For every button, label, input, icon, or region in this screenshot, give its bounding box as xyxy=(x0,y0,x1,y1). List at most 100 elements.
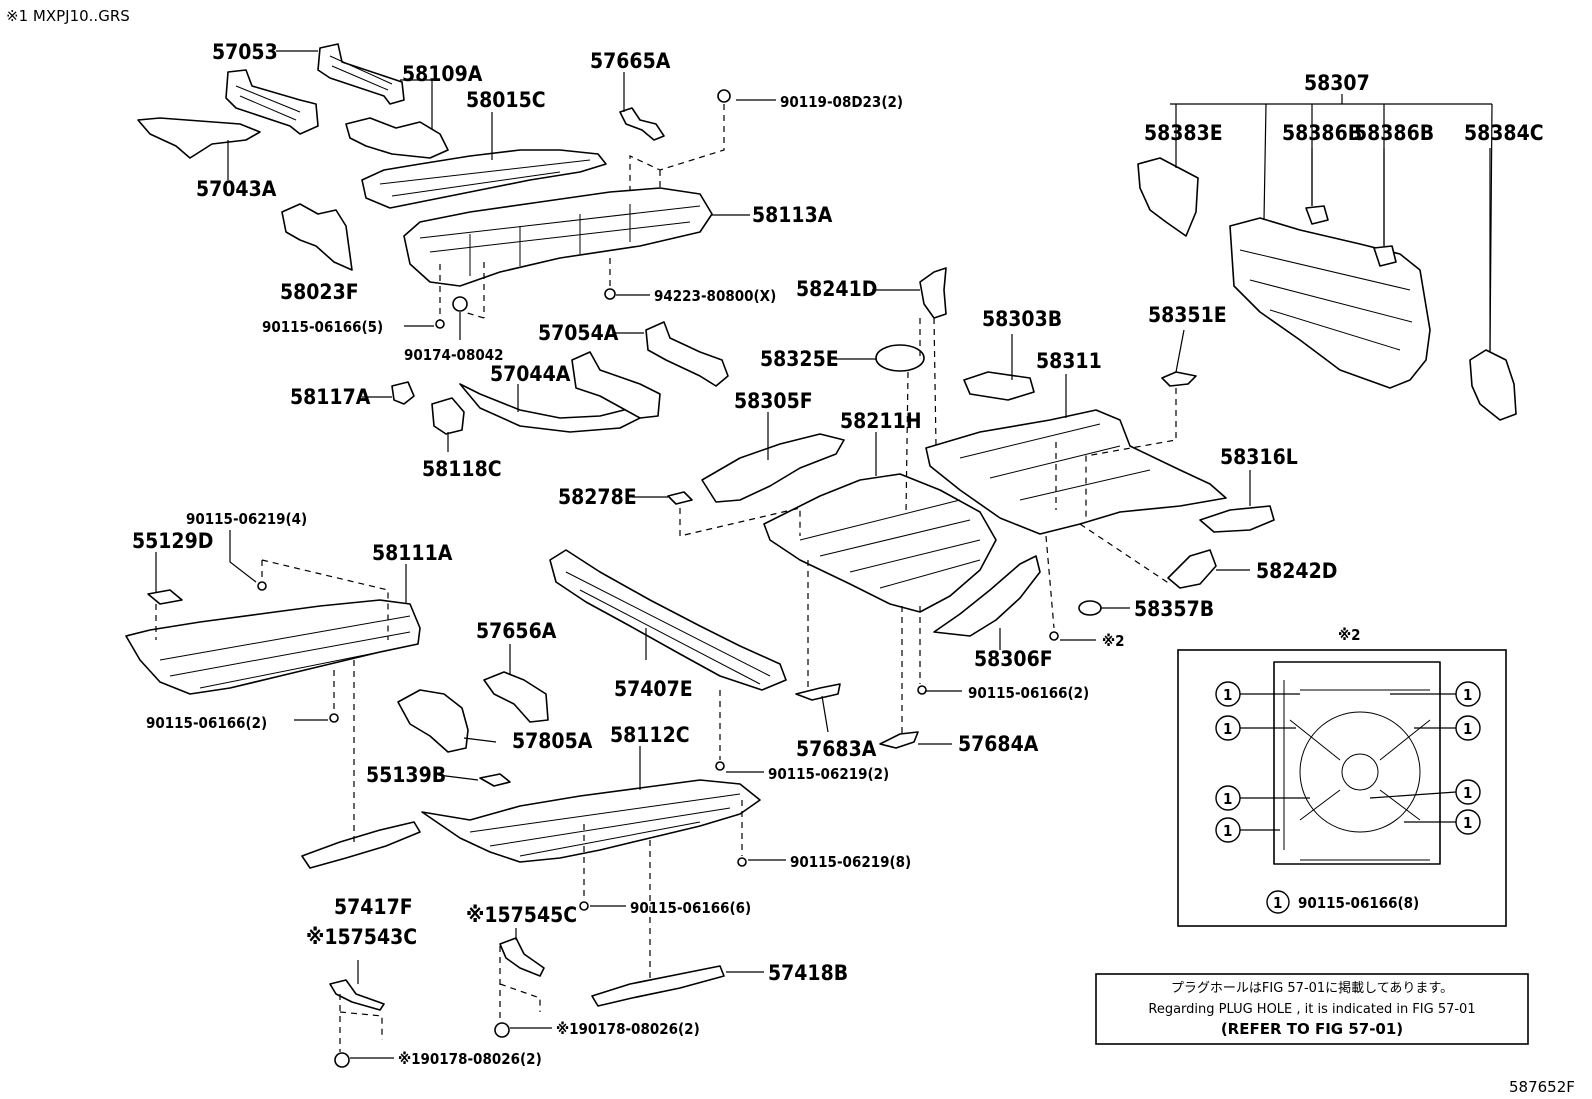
svg-text:1: 1 xyxy=(1463,720,1472,738)
bolt-90115-2c xyxy=(715,761,725,771)
label-57684A: 57684A xyxy=(958,732,1039,756)
part-58111A xyxy=(125,599,421,695)
label-58015C: 58015C xyxy=(466,88,546,112)
part-55139B xyxy=(479,773,511,787)
label-90115-06166-2b: 90115-06166(2) xyxy=(968,684,1089,702)
label-58242D: 58242D xyxy=(1256,559,1337,583)
label-55139B: 55139B xyxy=(366,763,446,787)
grommet-94223 xyxy=(604,288,616,300)
label-90115-06166-2a: 90115-06166(2) xyxy=(146,714,267,732)
label-57665A: 57665A xyxy=(590,49,671,73)
label-58303B: 58303B xyxy=(982,307,1062,331)
part-58384C xyxy=(1469,349,1517,421)
bolt-90115-4 xyxy=(257,581,267,591)
notice-en: Regarding PLUG HOLE , it is indicated in… xyxy=(1148,1002,1475,1017)
label-57043A: 57043A xyxy=(196,177,277,201)
bolt-90115-2b xyxy=(917,685,927,695)
nut-90174 xyxy=(452,296,468,312)
bolt-ref2 xyxy=(1049,631,1059,641)
part-58383E xyxy=(1137,157,1199,237)
inset-callouts: 1 1 1 1 1 1 1 1 xyxy=(1215,681,1481,843)
inset-legend-text: 90115-06166(8) xyxy=(1298,894,1419,912)
label-58278E: 58278E xyxy=(558,485,637,509)
part-57684A xyxy=(879,731,919,749)
label-58386B-1: 58386B xyxy=(1282,121,1362,145)
part-58241D xyxy=(919,267,947,319)
svg-text:1: 1 xyxy=(1223,686,1232,704)
label-58023F: 58023F xyxy=(280,280,359,304)
leader-lines xyxy=(155,50,1493,1059)
label-58316L: 58316L xyxy=(1220,445,1298,469)
label-94223-80800: 94223-80800(X) xyxy=(654,287,776,305)
svg-text:1: 1 xyxy=(1223,720,1232,738)
bolt-90115-2a xyxy=(329,713,339,723)
label-58306F: 58306F xyxy=(974,647,1053,671)
figure-code: 587652F xyxy=(1509,1078,1575,1096)
label-90115-06219-2: 90115-06219(2) xyxy=(768,765,889,783)
part-57407E xyxy=(549,549,787,691)
label-90115-06166-5: 90115-06166(5) xyxy=(262,318,383,336)
part-58351E xyxy=(1161,371,1197,387)
part-58303B xyxy=(963,371,1035,401)
part-shapes xyxy=(125,43,1517,1068)
label-57543C: ※157543C xyxy=(306,925,417,949)
label-57407E: 57407E xyxy=(614,677,693,701)
label-58118C: 58118C xyxy=(422,457,502,481)
label-90119-08D23: 90119-08D23(2) xyxy=(780,93,903,111)
plug-hole-notice: プラグホールはFIG 57-01に掲載してあります。 Regarding PLU… xyxy=(1095,973,1529,1045)
part-58386B-a xyxy=(1305,205,1329,225)
part-58109A xyxy=(345,117,449,159)
part-57418B xyxy=(591,965,725,1007)
part-58311 xyxy=(925,409,1227,535)
svg-text:1: 1 xyxy=(1223,822,1232,840)
label-58117A: 58117A xyxy=(290,385,371,409)
bolt-90115-6 xyxy=(579,901,589,911)
part-58357B xyxy=(1078,600,1102,616)
part-58118C xyxy=(431,397,465,435)
model-note: ※1 MXPJ10..GRS xyxy=(6,7,130,25)
part-58211H xyxy=(763,473,997,613)
part-57043A xyxy=(225,69,319,135)
label-57656A: 57656A xyxy=(476,619,557,643)
bolt-90115-5 xyxy=(435,319,445,329)
label-90115-06166-6: 90115-06166(6) xyxy=(630,899,751,917)
bolt-90115-8 xyxy=(737,857,747,867)
part-57805A xyxy=(397,689,469,753)
part-58306F xyxy=(933,555,1041,637)
svg-text:1: 1 xyxy=(1463,686,1472,704)
label-58112C: 58112C xyxy=(610,723,690,747)
part-58305F xyxy=(701,433,845,503)
label-57044A: 57044A xyxy=(490,362,571,386)
label-90174-08042: 90174-08042 xyxy=(404,346,504,364)
part-58307 xyxy=(1229,217,1431,389)
label-57545C: ※157545C xyxy=(466,903,577,927)
label-58111A: 58111A xyxy=(372,541,453,565)
part-57054A xyxy=(645,321,729,387)
part-57417F xyxy=(301,821,421,869)
part-58112C xyxy=(421,779,761,863)
label-57417F: 57417F xyxy=(334,895,413,919)
inset-ref2: ※2 1 1 1 1 1 1 1 1 xyxy=(1177,626,1507,927)
nut-90178-a xyxy=(494,1022,510,1038)
label-57805A: 57805A xyxy=(512,729,593,753)
label-57054A: 57054A xyxy=(538,321,619,345)
label-58311: 58311 xyxy=(1036,349,1102,373)
label-58305F: 58305F xyxy=(734,389,813,413)
label-58386B-2: 58386B xyxy=(1354,121,1434,145)
label-90178-08026-a: ※190178-08026(2) xyxy=(556,1020,700,1038)
inset-legend-num: 1 xyxy=(1273,894,1282,912)
inset-title: ※2 xyxy=(1338,626,1361,644)
label-58113A: 58113A xyxy=(752,203,833,227)
part-58325E xyxy=(875,344,925,372)
part-57683A xyxy=(795,683,841,701)
part-57543C xyxy=(329,979,385,1011)
label-58241D: 58241D xyxy=(796,277,877,301)
label-90115-06219-8: 90115-06219(8) xyxy=(790,853,911,871)
dashed-lines xyxy=(155,104,1177,1052)
part-58023F xyxy=(281,203,353,271)
part-57656A xyxy=(483,671,549,723)
part-55129D xyxy=(147,589,183,605)
label-58384C: 58384C xyxy=(1464,121,1544,145)
label-58383E: 58383E xyxy=(1144,121,1223,145)
